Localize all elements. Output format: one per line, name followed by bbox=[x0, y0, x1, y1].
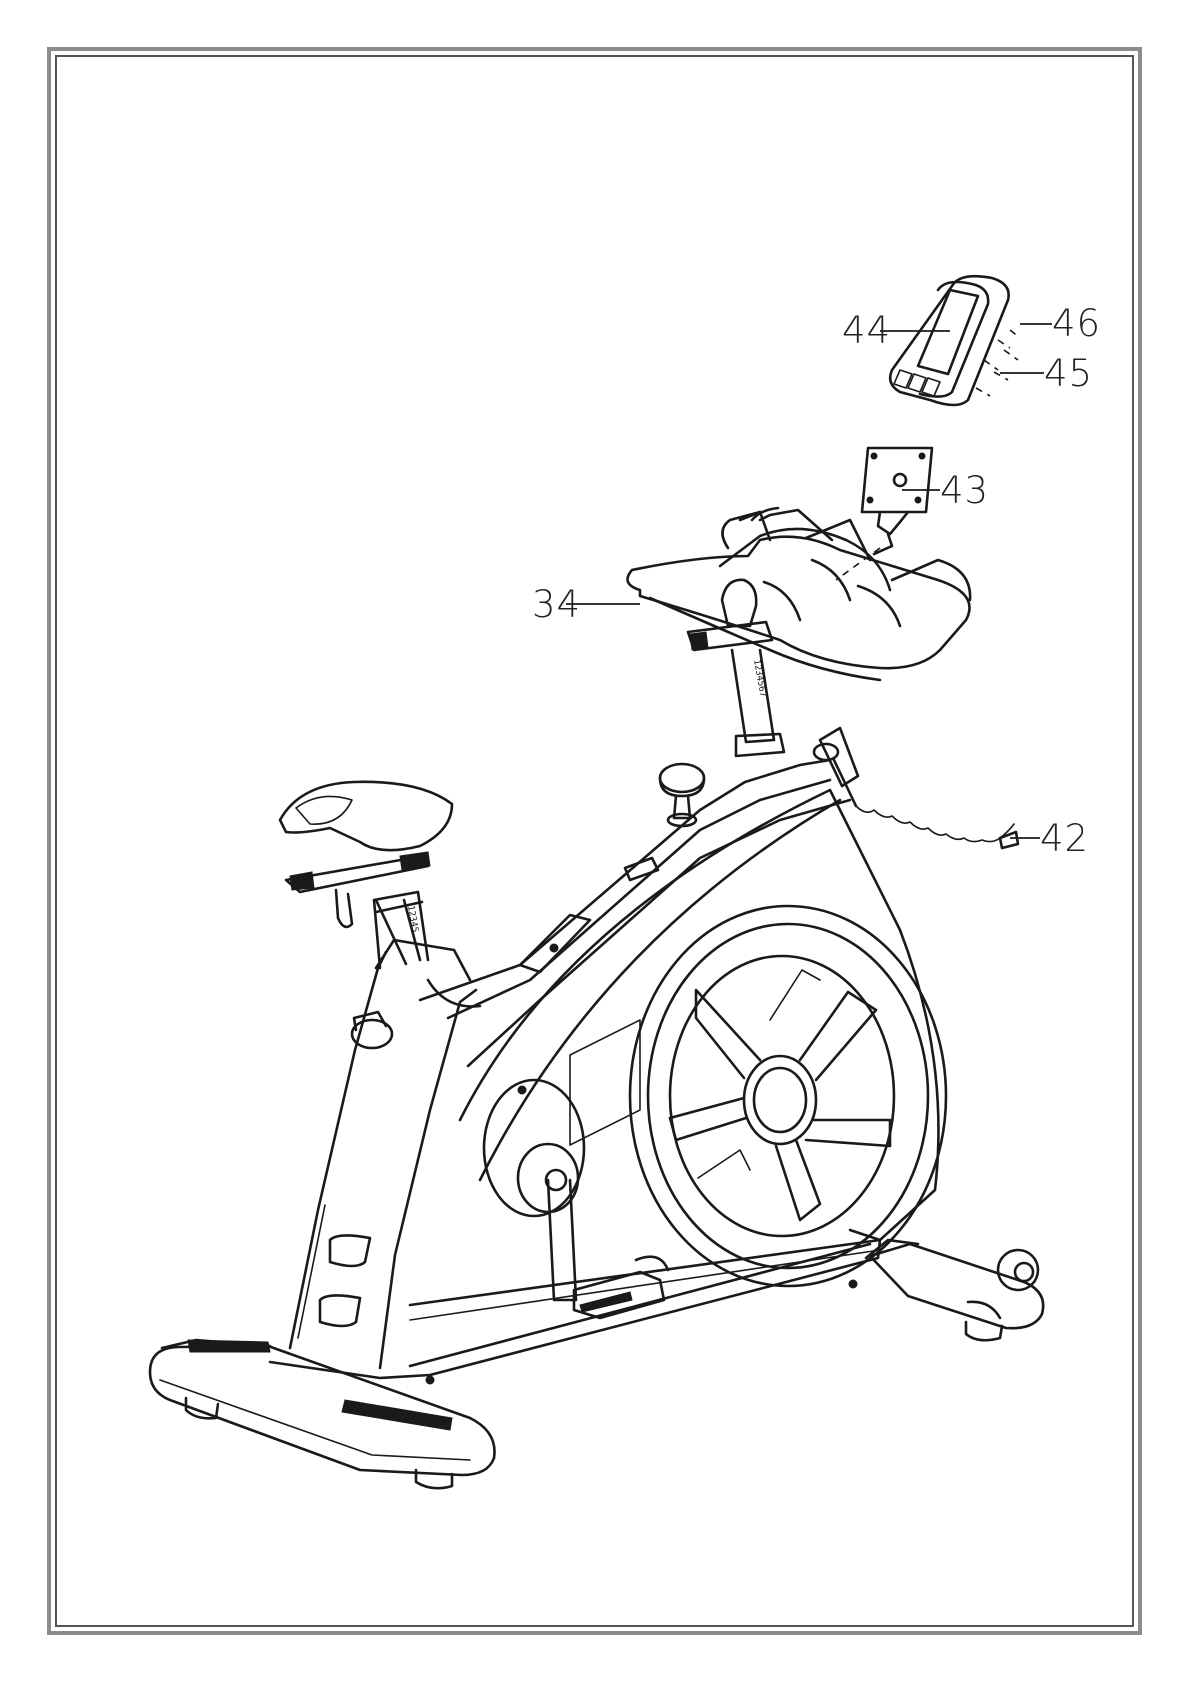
console-unit bbox=[890, 276, 1008, 405]
coiled-cable bbox=[834, 760, 1018, 848]
callout-44: 44 bbox=[842, 312, 891, 349]
handlebar-post-scale-text: 1234567 bbox=[751, 659, 767, 698]
resistance-knob bbox=[660, 764, 704, 826]
main-frame bbox=[270, 760, 938, 1384]
callout-46: 46 bbox=[1052, 305, 1101, 342]
crank-and-pedal bbox=[484, 1080, 668, 1318]
rear-base-stabilizer bbox=[866, 1240, 1043, 1340]
flywheel bbox=[630, 906, 946, 1286]
callout-34: 34 bbox=[532, 586, 581, 623]
handlebar-assembly bbox=[628, 508, 971, 786]
callout-45: 45 bbox=[1044, 355, 1093, 392]
callout-43: 43 bbox=[940, 472, 989, 509]
leader-lines bbox=[566, 324, 1052, 838]
callout-42: 42 bbox=[1040, 820, 1089, 857]
seat-post-scale-text: 12345 bbox=[405, 905, 420, 933]
front-base-stabilizer bbox=[150, 1340, 495, 1488]
console-bracket bbox=[836, 448, 932, 580]
